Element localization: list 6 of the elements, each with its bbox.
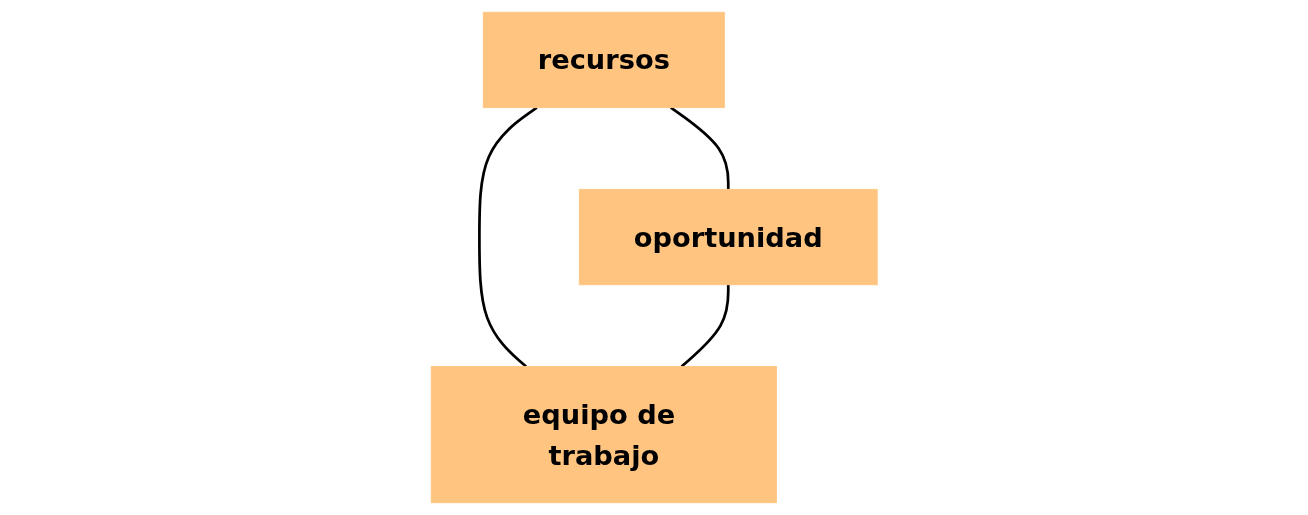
connector	[680, 284, 730, 368]
connector	[477, 106, 538, 368]
node-box: recursos	[482, 11, 725, 109]
connector	[669, 106, 730, 190]
node-box: equipo de trabajo	[430, 366, 777, 504]
node-box: oportunidad	[578, 188, 878, 286]
